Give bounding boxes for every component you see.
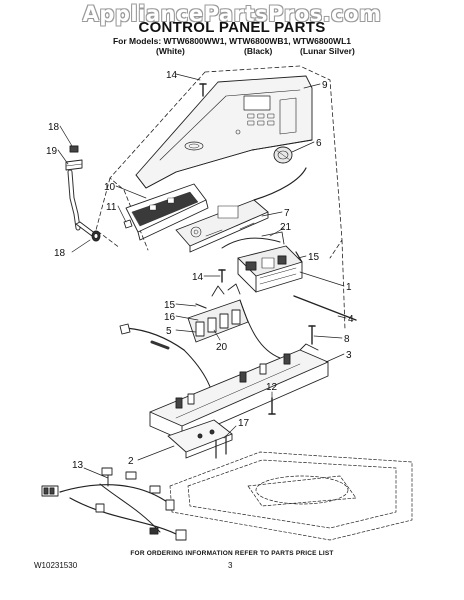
callout-labels: 14 9 18 6 19 10 7 11 21 18 15 14 1 15 4 … [46, 70, 354, 471]
callout-21: 21 [280, 222, 292, 233]
callout-15-left: 15 [164, 300, 176, 311]
callout-10: 10 [104, 182, 116, 193]
screws-15 [195, 251, 303, 309]
knob [273, 146, 293, 164]
callout-7: 7 [284, 208, 290, 219]
callout-6: 6 [316, 138, 322, 149]
control-bracket [125, 183, 209, 241]
callout-14-middle: 14 [192, 272, 204, 283]
screw-8 [308, 325, 316, 345]
callout-13: 13 [72, 460, 84, 471]
mounting-plate [167, 419, 233, 459]
callout-4: 4 [348, 314, 354, 325]
callout-15-right: 15 [308, 252, 320, 263]
callout-14-top: 14 [166, 70, 178, 81]
callout-11: 11 [106, 202, 117, 213]
callout-8: 8 [344, 334, 350, 345]
console-panel [135, 75, 313, 189]
screw-middle [218, 269, 226, 283]
ordering-note: FOR ORDERING INFORMATION REFER TO PARTS … [130, 550, 334, 557]
wire-21 [221, 231, 285, 249]
variant-black: (Black) [244, 46, 273, 56]
ui-control-board [175, 167, 307, 253]
callout-9: 9 [322, 80, 328, 91]
callout-18-bottom: 18 [54, 248, 66, 259]
leader-lines [57, 73, 347, 479]
callout-20: 20 [216, 342, 228, 353]
callout-17: 17 [238, 418, 250, 429]
rod [293, 295, 357, 321]
callout-19: 19 [46, 146, 58, 157]
hose-coupling [65, 145, 101, 242]
harness-16 [119, 323, 213, 393]
page-number: 3 [228, 561, 233, 570]
screw-top [199, 83, 207, 97]
callout-12: 12 [266, 382, 278, 393]
clip [123, 219, 133, 229]
screws-17 [215, 435, 227, 459]
callout-3: 3 [346, 350, 352, 361]
callout-16: 16 [164, 312, 176, 323]
callout-1: 1 [346, 282, 352, 293]
cabinet-top [169, 451, 413, 541]
callout-5: 5 [166, 326, 172, 337]
wire-harness-13 [41, 467, 187, 541]
callout-2: 2 [128, 456, 134, 467]
machine-control-board [237, 245, 303, 293]
watermark: AppliancePartsPros.com [82, 2, 382, 26]
document-number: W10231530 [34, 561, 78, 570]
callout-18-top: 18 [48, 122, 60, 133]
variant-lunar-silver: (Lunar Silver) [300, 46, 355, 56]
valve-assembly [187, 283, 281, 359]
models-line: For Models: WTW6800WW1, WTW6800WB1, WTW6… [112, 36, 352, 46]
page-title: CONTROL PANEL PARTS [138, 19, 326, 36]
variant-white: (White) [156, 46, 185, 56]
